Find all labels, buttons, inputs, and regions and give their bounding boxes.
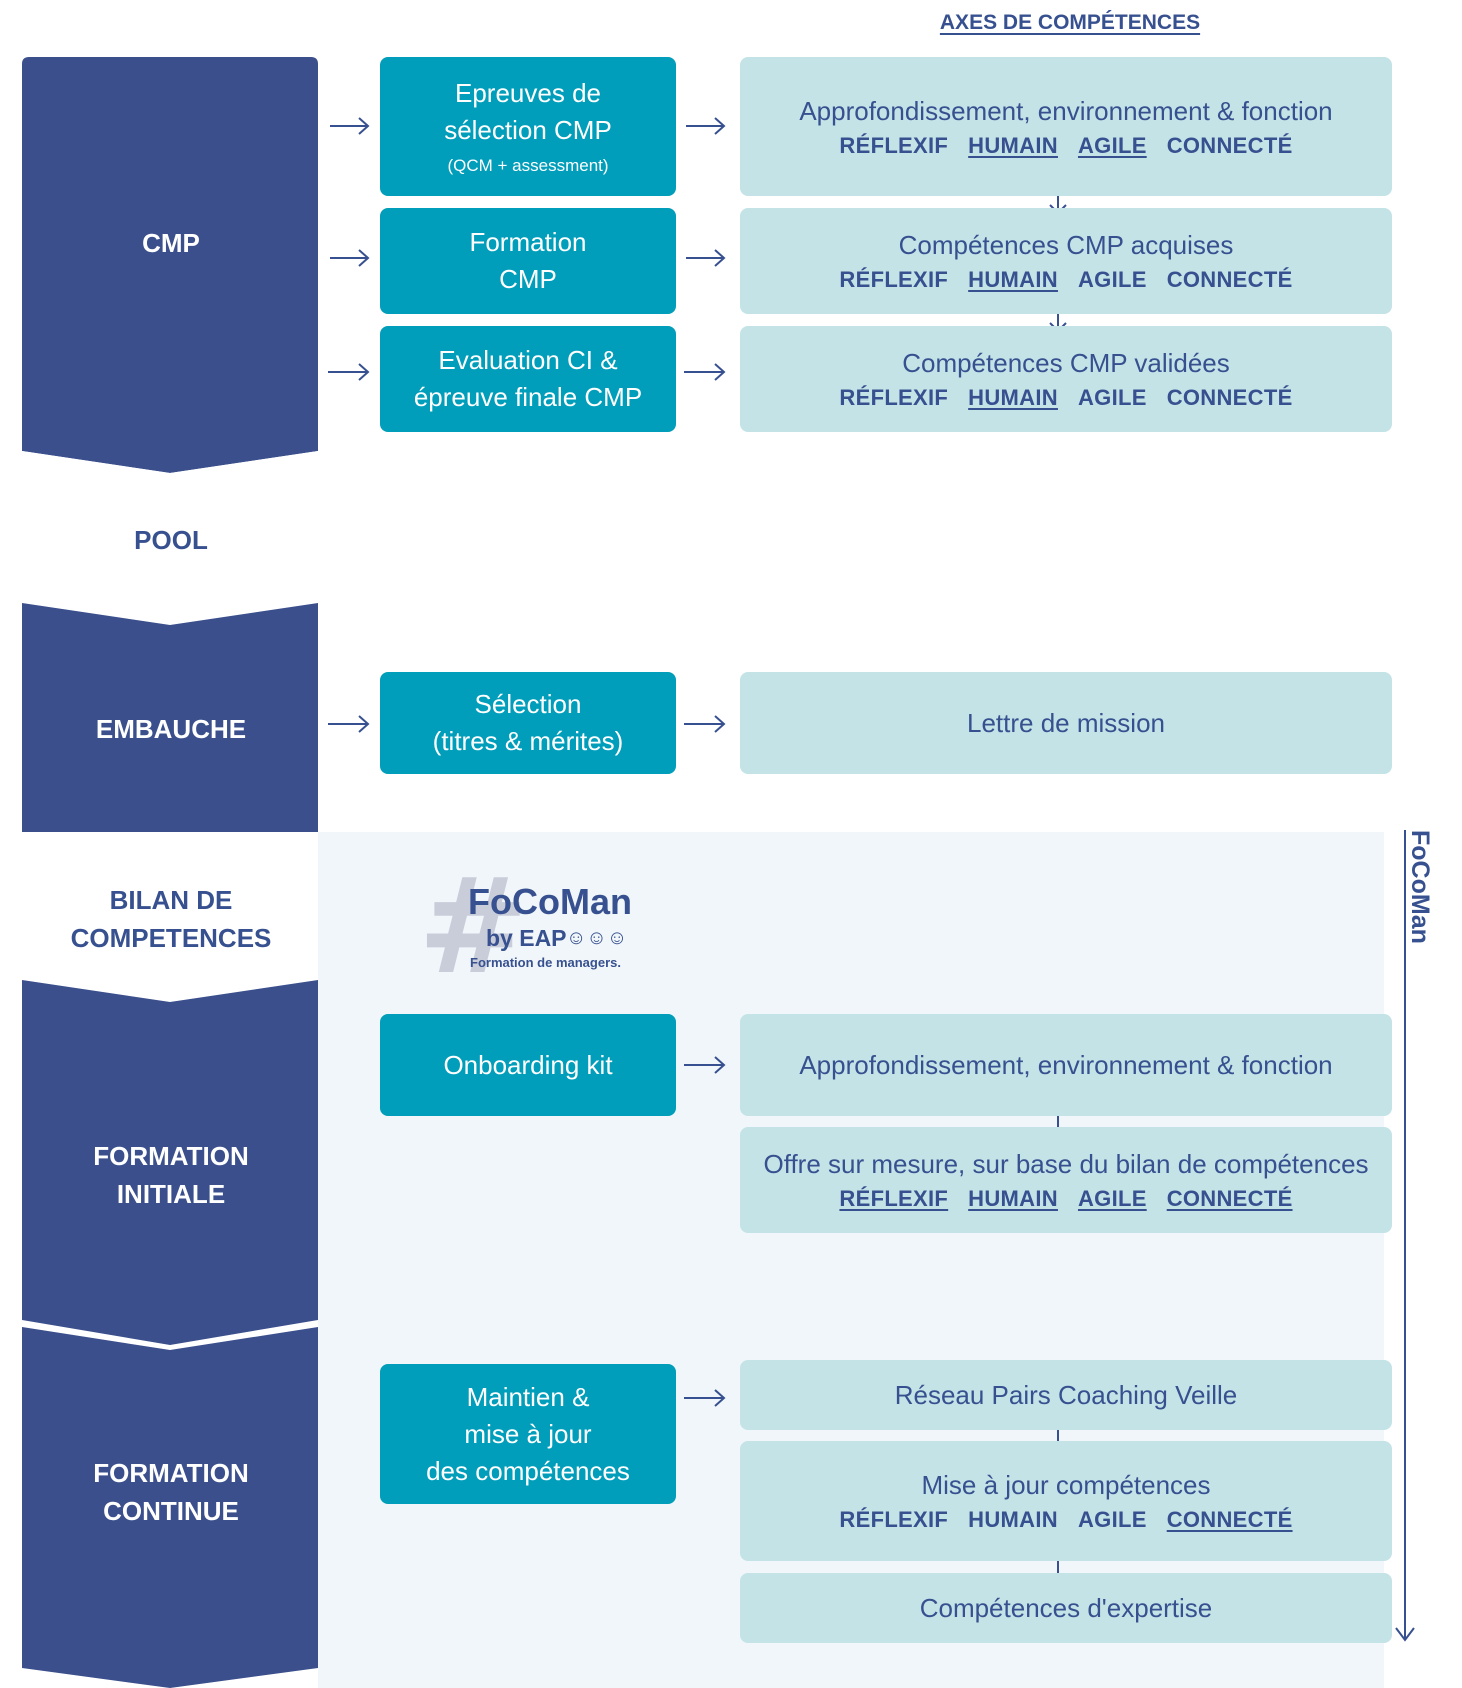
axes-row: RÉFLEXIF HUMAIN AGILE CONNECTÉ: [839, 382, 1292, 414]
axis-reflexif: RÉFLEXIF: [839, 1186, 949, 1211]
outcome-cmp-approfondissement: Approfondissement, environnement & fonct…: [740, 57, 1392, 196]
stage-label-formation-continue: FORMATION CONTINUE: [93, 1458, 249, 1526]
axes-row: RÉFLEXIF HUMAIN AGILE CONNECTÉ: [839, 1183, 1292, 1215]
axes-row: RÉFLEXIF HUMAIN AGILE CONNECTÉ: [839, 264, 1292, 296]
axis-agile: AGILE: [1077, 385, 1147, 410]
outcome-expertise: Compétences d'expertise: [740, 1573, 1392, 1643]
focoman-side-label: FoCoMan: [1406, 830, 1434, 944]
axis-reflexif: RÉFLEXIF: [839, 267, 949, 292]
right-arrows: [328, 117, 726, 1407]
arrow-step-maintien: [684, 1389, 726, 1407]
axis-reflexif: RÉFLEXIF: [839, 1507, 949, 1532]
outcome-lettre-de-mission: Lettre de mission: [740, 672, 1392, 774]
axis-humain: HUMAIN: [968, 1507, 1058, 1532]
stage-label-cmp: CMP: [142, 228, 200, 258]
stage-label-bilan: BILAN DE COMPETENCES: [70, 885, 272, 953]
people-icon: ☺☺☺: [566, 927, 628, 949]
outcome-reseau-pairs: Réseau Pairs Coaching Veille: [740, 1360, 1392, 1430]
stage-label-formation-initiale: FORMATION INITIALE: [93, 1141, 249, 1209]
axis-reflexif: RÉFLEXIF: [839, 385, 949, 410]
axis-agile: AGILE: [1077, 1507, 1147, 1532]
axes-row: RÉFLEXIF HUMAIN AGILE CONNECTÉ: [839, 130, 1292, 162]
outcome-offre-sur-mesure: Offre sur mesure, sur base du bilan de c…: [740, 1127, 1392, 1233]
stage-label-pool: POOL: [134, 525, 208, 555]
arrow-step-cmp-1: [686, 117, 726, 135]
axis-agile: AGILE: [1077, 1186, 1147, 1211]
step-epreuves-selection-cmp: Epreuves de sélection CMP (QCM + assessm…: [380, 57, 676, 196]
arrow-stage-cmp-1: [330, 117, 370, 135]
outcome-cmp-validees: Compétences CMP validées RÉFLEXIF HUMAIN…: [740, 326, 1392, 432]
hashtag-icon: #: [418, 850, 529, 1004]
axis-reflexif: RÉFLEXIF: [839, 132, 949, 158]
step-onboarding-kit: Onboarding kit: [380, 1014, 676, 1116]
arrow-step-onboarding: [684, 1056, 726, 1074]
chevron-cmp: [22, 57, 318, 473]
axes-header: AXES DE COMPÉTENCES: [939, 11, 1201, 34]
arrow-step-embauche: [684, 715, 726, 733]
outcome-fi-approfondissement: Approfondissement, environnement & fonct…: [740, 1014, 1392, 1116]
axis-humain: HUMAIN: [968, 132, 1058, 158]
axis-agile: AGILE: [1077, 132, 1147, 158]
outcome-cmp-acquises: Compétences CMP acquises RÉFLEXIF HUMAIN…: [740, 208, 1392, 314]
logo-by: by EAP: [486, 925, 567, 951]
stage-label-embauche: EMBAUCHE: [95, 714, 247, 744]
axes-row: RÉFLEXIF HUMAIN AGILE CONNECTÉ: [839, 1504, 1292, 1536]
axis-connecte: CONNECTÉ: [1166, 1186, 1293, 1211]
arrow-stage-embauche: [328, 715, 370, 733]
chevron-pool: [22, 451, 318, 625]
axis-humain: HUMAIN: [968, 1186, 1058, 1211]
chevron-formation-continue: [22, 1327, 318, 1688]
arrow-stage-cmp-3: [328, 363, 370, 381]
axis-humain: HUMAIN: [968, 385, 1058, 410]
arrow-step-cmp-2: [686, 249, 726, 267]
outcome-mise-a-jour: Mise à jour compétences RÉFLEXIF HUMAIN …: [740, 1441, 1392, 1561]
step-selection-titres: Sélection (titres & mérites): [380, 672, 676, 774]
logo-title: FoCoMan: [468, 881, 632, 922]
arrow-step-cmp-3: [684, 363, 726, 381]
axis-connecte: CONNECTÉ: [1166, 385, 1293, 410]
axis-agile: AGILE: [1077, 267, 1147, 292]
chevron-formation-initiale: [22, 980, 318, 1345]
logo-tagline: Formation de managers.: [470, 955, 621, 970]
step-maintien: Maintien & mise à jour des compétences: [380, 1364, 676, 1504]
chevron-bilan: [22, 832, 318, 1002]
focoman-timeline-arrowhead: [1395, 1627, 1415, 1642]
axis-connecte: CONNECTÉ: [1166, 132, 1293, 158]
step-evaluation-ci: Evaluation CI & épreuve finale CMP: [380, 326, 676, 432]
axis-connecte: CONNECTÉ: [1166, 1507, 1293, 1532]
axis-connecte: CONNECTÉ: [1166, 267, 1293, 292]
chevron-embauche: [22, 603, 318, 832]
arrow-stage-cmp-2: [330, 249, 370, 267]
axis-humain: HUMAIN: [968, 267, 1058, 292]
step-formation-cmp: Formation CMP: [380, 208, 676, 314]
focoman-logo: # FoCoMan by EAP ☺☺☺ Formation de manage…: [418, 861, 668, 993]
